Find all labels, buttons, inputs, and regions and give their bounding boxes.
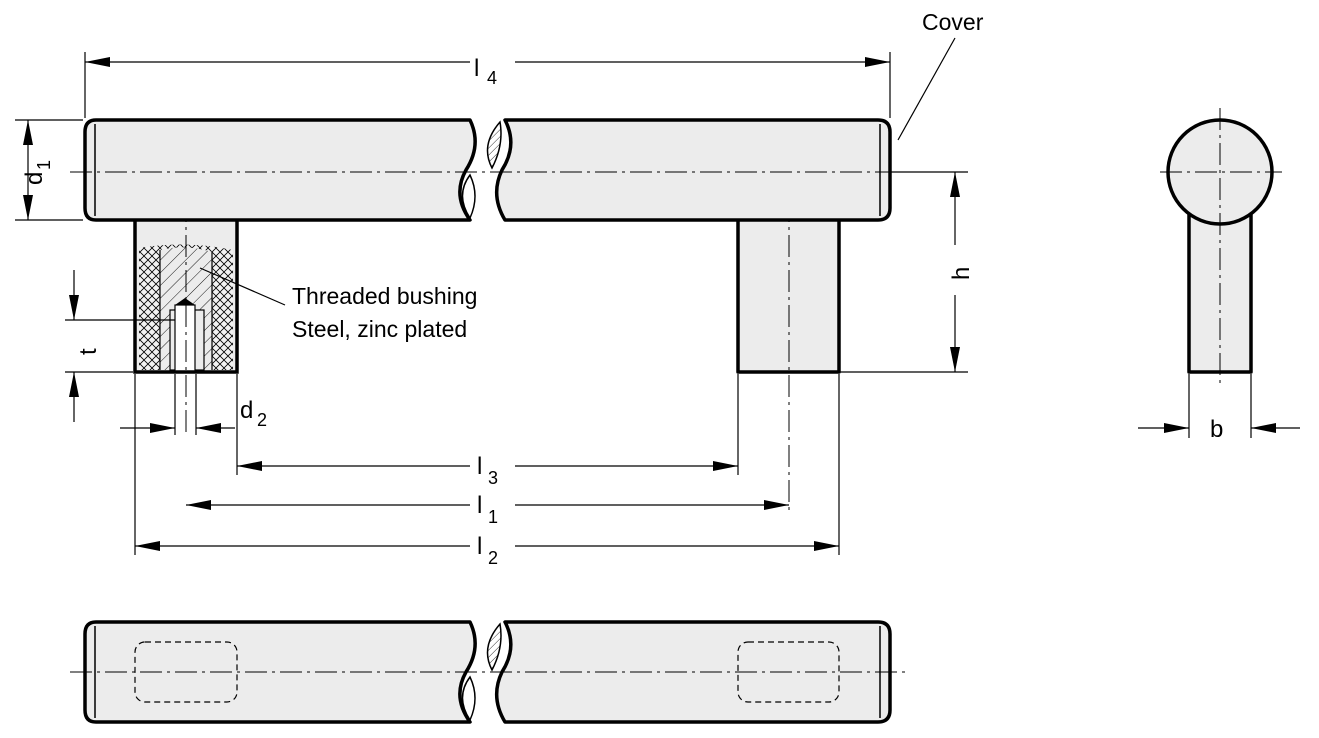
- label-l4: l: [474, 55, 479, 82]
- left-leg-section: [133, 200, 239, 435]
- dim-l4: l 4: [84, 52, 891, 118]
- dim-b: b: [1138, 374, 1300, 443]
- bushing-callout: Threaded bushing Steel, zinc plated: [199, 267, 477, 342]
- dim-h: h: [840, 171, 975, 373]
- label-l3-sub: 3: [488, 468, 498, 488]
- label-t: t: [75, 348, 102, 355]
- label-cover: Cover: [922, 9, 984, 35]
- note-bushing-line2: Steel, zinc plated: [292, 316, 467, 342]
- cover-callout: Cover: [897, 9, 984, 141]
- dim-d2: d 2: [120, 374, 267, 435]
- dim-l1: l 1: [186, 492, 789, 527]
- front-view: [70, 118, 905, 515]
- label-d1-sub: 1: [34, 160, 54, 170]
- label-d2-sub: 2: [257, 410, 267, 430]
- label-l2: l: [477, 533, 482, 560]
- label-b: b: [1210, 416, 1223, 443]
- label-d2: d: [240, 397, 253, 424]
- label-l2-sub: 2: [488, 548, 498, 568]
- side-view: b: [1138, 108, 1300, 443]
- label-l4-sub: 4: [487, 68, 497, 88]
- bar-right-segment: [495, 118, 892, 222]
- break-hatch-top: [486, 120, 502, 170]
- dim-l2: l 2: [134, 374, 840, 568]
- top-view: [70, 620, 905, 724]
- dim-l3: l 3: [236, 374, 739, 488]
- note-bushing-line1: Threaded bushing: [292, 283, 477, 309]
- bar-left-segment: [83, 118, 477, 222]
- hidden-leg-right: [737, 641, 840, 703]
- dim-d1: d 1: [15, 119, 83, 221]
- break-gap-bottom: [461, 173, 476, 220]
- label-h: h: [948, 267, 975, 280]
- right-leg: [736, 200, 841, 515]
- label-d1: d: [21, 172, 48, 185]
- label-l1: l: [477, 492, 482, 519]
- label-l3: l: [477, 453, 482, 480]
- dim-t: t: [65, 270, 175, 422]
- label-l1-sub: 1: [488, 507, 498, 527]
